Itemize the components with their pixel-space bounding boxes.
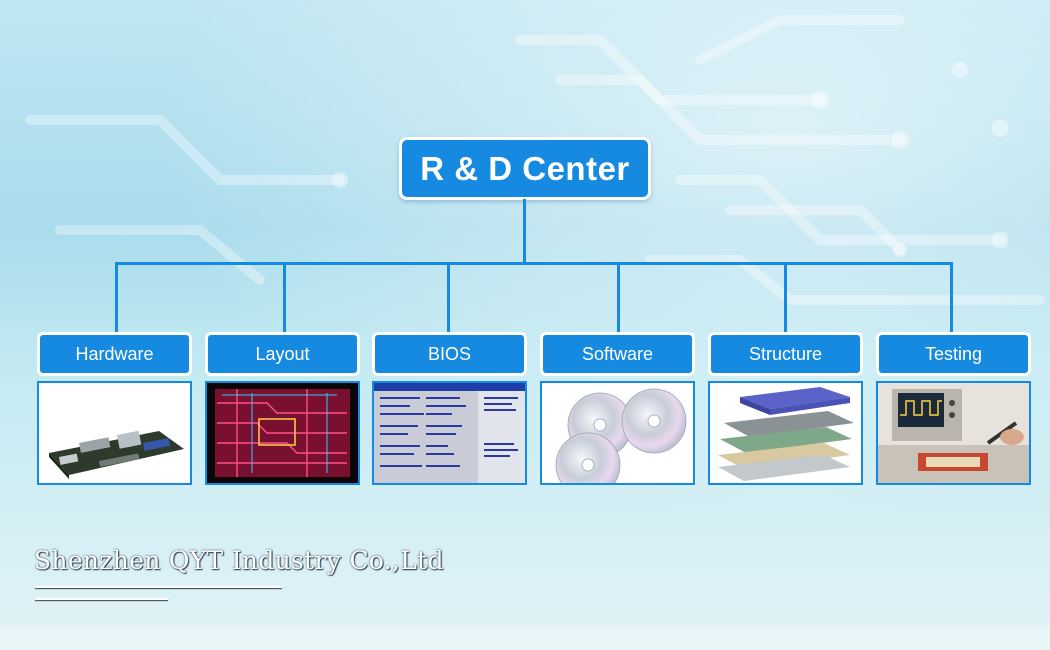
enclosure-layers-icon [708,381,863,485]
node-label-bios: BIOS [372,332,527,376]
company-underline-short [35,598,168,600]
root-label: R & D Center [420,149,630,187]
branch-testing [950,262,953,334]
company-name: Shenzhen QYT Industry Co.,Ltd [34,546,444,575]
node-label-hardware: Hardware [37,332,192,376]
node-label-software: Software [540,332,695,376]
node-label-structure: Structure [708,332,863,376]
motherboard-icon [37,381,192,485]
node-software: Software [540,332,695,485]
node-bios: BIOS [372,332,527,485]
pcb-layout-icon [205,381,360,485]
node-structure: Structure [708,332,863,485]
cd-disc-icon [540,381,695,485]
horizontal-bus [115,262,953,265]
node-layout: Layout [205,332,360,485]
node-hardware: Hardware [37,332,192,485]
branch-software [617,262,620,334]
node-testing: Testing [876,332,1031,485]
branch-hardware [115,262,118,334]
branch-structure [784,262,787,334]
bios-screen-icon [372,381,527,485]
company-underline-long [35,586,282,588]
branch-layout [283,262,286,334]
root-node: R & D Center [399,137,651,200]
root-connector [523,199,526,264]
node-label-testing: Testing [876,332,1031,376]
oscilloscope-icon [876,381,1031,485]
branch-bios [447,262,450,334]
node-label-layout: Layout [205,332,360,376]
